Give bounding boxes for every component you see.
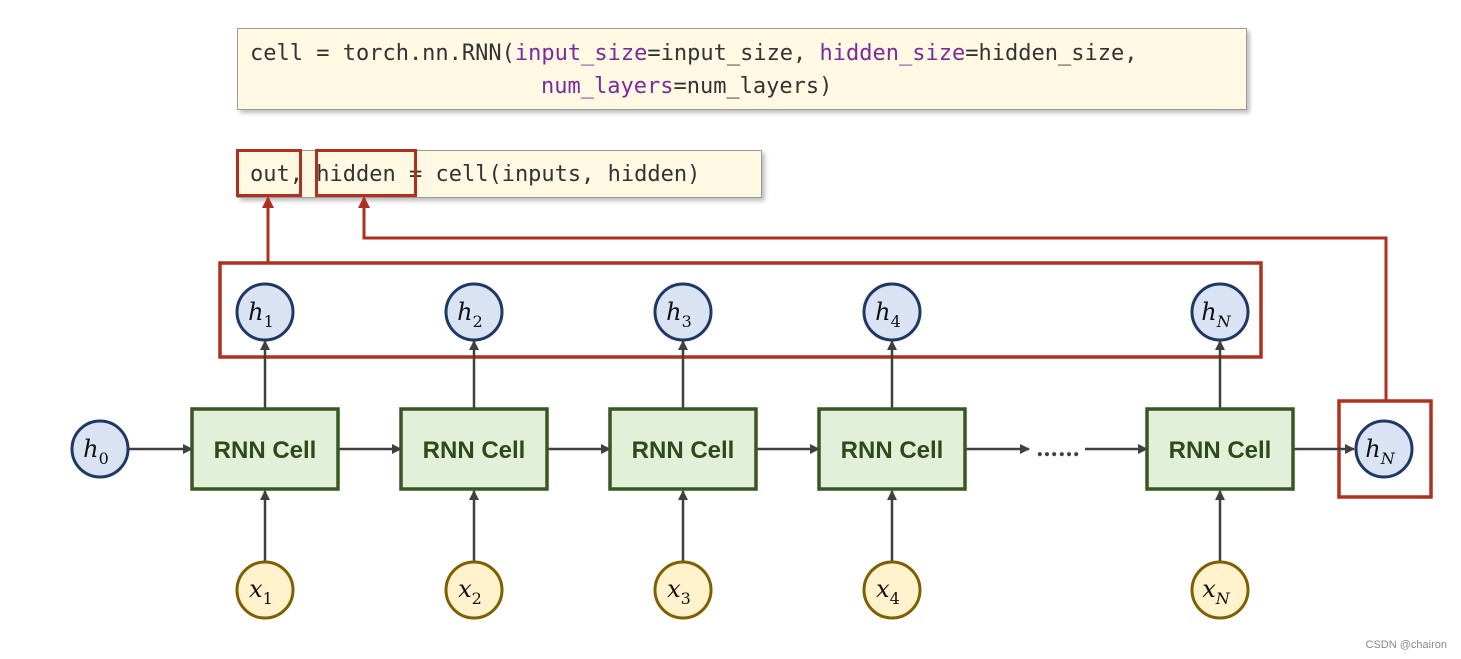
rnn-cell-2: RNN Cell <box>399 407 549 491</box>
svg-text:RNN Cell: RNN Cell <box>214 437 317 464</box>
code-keyword-input-size: input_size <box>514 41 648 66</box>
watermark: CSDN @chairon <box>1365 639 1447 651</box>
h2-node: h2 <box>444 282 504 342</box>
h3-node: h3 <box>653 282 713 342</box>
code-text: =input_size, <box>647 41 820 66</box>
h4-node: h4 <box>862 282 922 342</box>
hidden-highlight-box <box>315 149 417 197</box>
svg-text:RNN Cell: RNN Cell <box>1169 437 1272 464</box>
svg-text:hN: hN <box>1201 298 1231 331</box>
svg-text:hN: hN <box>1365 435 1395 468</box>
final-hidden-to-hidden-arrow <box>358 196 1388 401</box>
h0-node: h0 <box>70 419 130 479</box>
xN-node: xN <box>1190 560 1250 620</box>
svg-text:x1: x1 <box>249 575 273 608</box>
x2-node: x2 <box>444 560 504 620</box>
code-text: cell = torch.nn.RNN( <box>250 41 515 66</box>
hidden-outputs-highlight <box>218 261 1263 359</box>
code-call-rest: = cell(inputs, hidden) <box>395 162 701 187</box>
constructor-code-box: cell = torch.nn.RNN(input_size=input_siz… <box>237 28 1247 110</box>
svg-text:x3: x3 <box>667 575 691 608</box>
x3-node: x3 <box>653 560 713 620</box>
ellipsis: …… <box>1036 436 1080 462</box>
rnn-cell-N: RNN Cell <box>1145 407 1295 491</box>
rnn-cell-3: RNN Cell <box>608 407 758 491</box>
code-line-1: cell = torch.nn.RNN(input_size=input_siz… <box>250 41 1137 66</box>
svg-text:h3: h3 <box>666 298 692 331</box>
out-highlight-box <box>236 149 302 197</box>
x1-node: x1 <box>235 560 295 620</box>
svg-text:xN: xN <box>1202 575 1231 608</box>
h1-node: h1 <box>235 282 295 342</box>
code-keyword-num-layers: num_layers <box>541 74 674 99</box>
rnn-cell-1: RNN Cell <box>190 407 340 491</box>
svg-text:h1: h1 <box>248 298 274 331</box>
svg-text:h0: h0 <box>83 435 109 468</box>
code-keyword-hidden-size: hidden_size <box>819 41 966 66</box>
x4-node: x4 <box>862 560 922 620</box>
svg-text:h2: h2 <box>457 298 483 331</box>
code-text: =num_layers) <box>673 74 833 99</box>
svg-text:h4: h4 <box>875 298 901 331</box>
hN-top-node: hN <box>1190 282 1250 342</box>
code-line-2: num_layers=num_layers) <box>541 74 832 99</box>
code-hidden: hidden <box>316 162 396 187</box>
code-out: out <box>250 162 290 187</box>
svg-text:RNN Cell: RNN Cell <box>423 437 526 464</box>
rnn-cell-4: RNN Cell <box>817 407 967 491</box>
svg-text:x2: x2 <box>458 575 482 608</box>
svg-text:x4: x4 <box>876 575 900 608</box>
hN-final-node: hN <box>1354 419 1414 479</box>
svg-text:RNN Cell: RNN Cell <box>841 437 944 464</box>
code-text: =hidden_size, <box>965 41 1138 66</box>
svg-text:RNN Cell: RNN Cell <box>632 437 735 464</box>
